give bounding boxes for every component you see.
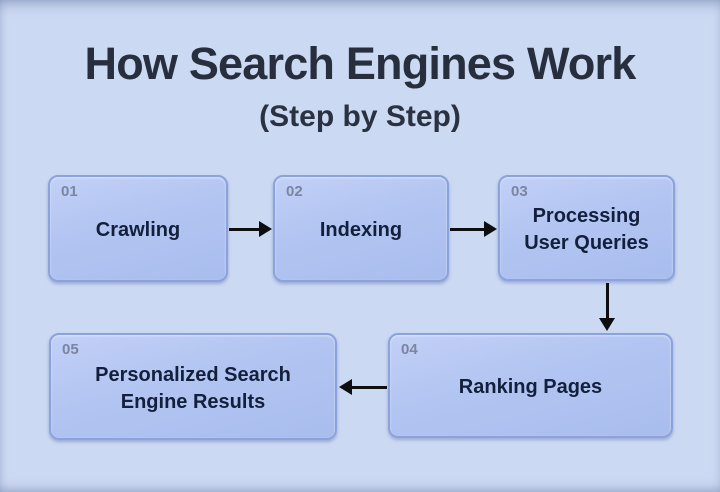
arrow-shaft: [352, 385, 387, 389]
step-number: 04: [401, 341, 418, 358]
step-label: Ranking Pages: [458, 376, 603, 398]
arrow-ranking-to-personalized: [339, 379, 387, 395]
arrow-indexing-to-processing: [450, 221, 497, 237]
step-number: 05: [62, 341, 79, 358]
arrow-shaft: [450, 227, 484, 231]
arrow-shaft: [605, 283, 609, 318]
step-number: 01: [61, 183, 78, 200]
step-label: Indexing: [319, 219, 403, 241]
step-number: 03: [511, 183, 528, 200]
arrow-processing-to-ranking: [599, 283, 615, 331]
step-box-personalized-results: 05 Personalized Search Engine Results: [49, 333, 337, 440]
step-box-processing-user-queries: 03 Processing User Queries: [498, 175, 675, 281]
arrow-down-icon: [599, 318, 615, 331]
step-box-ranking-pages: 04 Ranking Pages: [388, 333, 673, 438]
arrow-left-icon: [339, 379, 352, 395]
page-title: How Search Engines Work: [84, 38, 637, 89]
step-label: Personalized Search Engine Results: [95, 363, 291, 413]
step-number: 02: [286, 183, 303, 200]
step-label: Processing User Queries: [524, 205, 649, 254]
arrow-crawling-to-indexing: [229, 221, 272, 237]
arrow-right-icon: [484, 221, 497, 237]
arrow-shaft: [229, 227, 259, 231]
arrow-right-icon: [259, 221, 272, 237]
step-label: Crawling: [95, 219, 181, 241]
step-box-crawling: 01 Crawling: [48, 175, 228, 282]
page-subtitle: (Step by Step): [259, 100, 461, 133]
step-box-indexing: 02 Indexing: [273, 175, 449, 282]
